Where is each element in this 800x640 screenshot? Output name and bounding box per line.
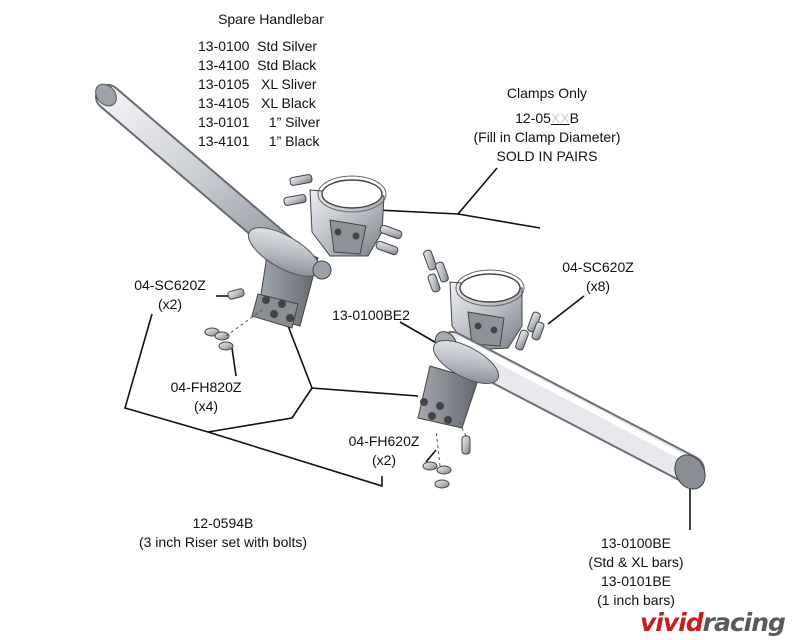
bolt-group-upper-left xyxy=(283,174,403,256)
sc620-left-label: 04-SC620Z (x2) xyxy=(122,276,218,314)
fh820-code: 04-FH820Z xyxy=(170,379,242,395)
clamps-part-prefix: 12-05 xyxy=(515,110,551,126)
bar-end-desc-1: (Std & XL bars) xyxy=(588,554,684,570)
fh820-qty: (x4) xyxy=(193,398,219,414)
riser-code: 12-0594B xyxy=(192,515,254,531)
clamps-fill-note: (Fill in Clamp Diameter) xyxy=(473,129,621,145)
spare-handlebar-row: 13-0100 Std Silver xyxy=(198,38,318,54)
be2-code: 13-0100BE2 xyxy=(332,307,410,323)
spare-handlebar-row: 13-4105 XL Black xyxy=(198,95,316,111)
fh620-qty: (x2) xyxy=(371,452,397,468)
bar-end-code-1: 13-0100BE xyxy=(600,535,672,551)
fh620-label: 04-FH620Z (x2) xyxy=(336,432,432,470)
logo-part-racing: racing xyxy=(702,608,786,637)
bolt-group-center xyxy=(423,249,449,293)
clamps-part-suffix: B xyxy=(569,110,579,126)
spare-handlebar-title: Spare Handlebar xyxy=(218,11,324,27)
clamps-only-label: Clamps Only 12-05XXB (Fill in Clamp Diam… xyxy=(452,84,642,166)
spare-handlebar-row: 13-0105 XL Sliver xyxy=(198,76,317,92)
riser-left xyxy=(247,227,332,329)
spare-handlebar-label: Spare Handlebar 13-0100 Std Silver 13-41… xyxy=(198,10,344,151)
bolt-group-right-riser xyxy=(422,435,471,489)
riser-desc: (3 inch Riser set with bolts) xyxy=(138,534,308,550)
fh620-code: 04-FH620Z xyxy=(348,433,420,449)
sc620-left-code: 04-SC620Z xyxy=(134,277,206,293)
spare-handlebar-row: 13-0101 1” Silver xyxy=(198,114,321,130)
riser-label: 12-0594B (3 inch Riser set with bolts) xyxy=(112,514,334,552)
fh820-label: 04-FH820Z (x4) xyxy=(158,378,254,416)
spare-handlebar-row: 13-4100 Std Black xyxy=(198,57,317,73)
leader-riser-lower xyxy=(207,387,313,433)
sc620-left-qty: (x2) xyxy=(157,296,183,312)
leader-sc620-right xyxy=(547,295,585,325)
clamps-title: Clamps Only xyxy=(506,85,588,101)
bolts xyxy=(204,174,545,489)
vividracing-logo: vividracing xyxy=(640,608,786,637)
leader-riser-bracket xyxy=(124,313,383,488)
leader-riser-hex xyxy=(284,317,419,397)
be2-label: 13-0100BE2 xyxy=(318,306,424,325)
sc620-right-label: 04-SC620Z (x8) xyxy=(550,258,646,296)
clamp-lower xyxy=(449,269,525,351)
bolt-group-right xyxy=(515,311,545,351)
logo-part-vivid: vivid xyxy=(640,608,704,637)
leader-clamps-stem xyxy=(457,167,498,215)
clamps-part-number: 12-05XXB xyxy=(452,109,642,128)
clamps-part-placeholder: XX xyxy=(550,110,570,126)
sc620-right-code: 04-SC620Z xyxy=(562,259,634,275)
bar-end-desc-2: (1 inch bars) xyxy=(597,592,675,608)
clamp-upper xyxy=(309,175,387,257)
leader-be2 xyxy=(399,321,441,346)
sc620-right-qty: (x8) xyxy=(585,278,611,294)
bolt-group-left-riser xyxy=(204,288,245,351)
bar-end-code-2: 13-0101BE xyxy=(600,573,672,589)
bar-end-label: 13-0100BE (Std & XL bars) 13-0101BE (1 i… xyxy=(568,534,704,610)
spare-handlebar-row: 13-4101 1” Black xyxy=(198,133,320,149)
clamps-sold-note: SOLD IN PAIRS xyxy=(496,148,598,164)
handlebar-right xyxy=(417,331,706,490)
leader-fh620 xyxy=(425,449,437,463)
leader-fh820 xyxy=(231,347,237,377)
leader-lines xyxy=(124,167,691,530)
bolt-dashes xyxy=(225,309,467,467)
